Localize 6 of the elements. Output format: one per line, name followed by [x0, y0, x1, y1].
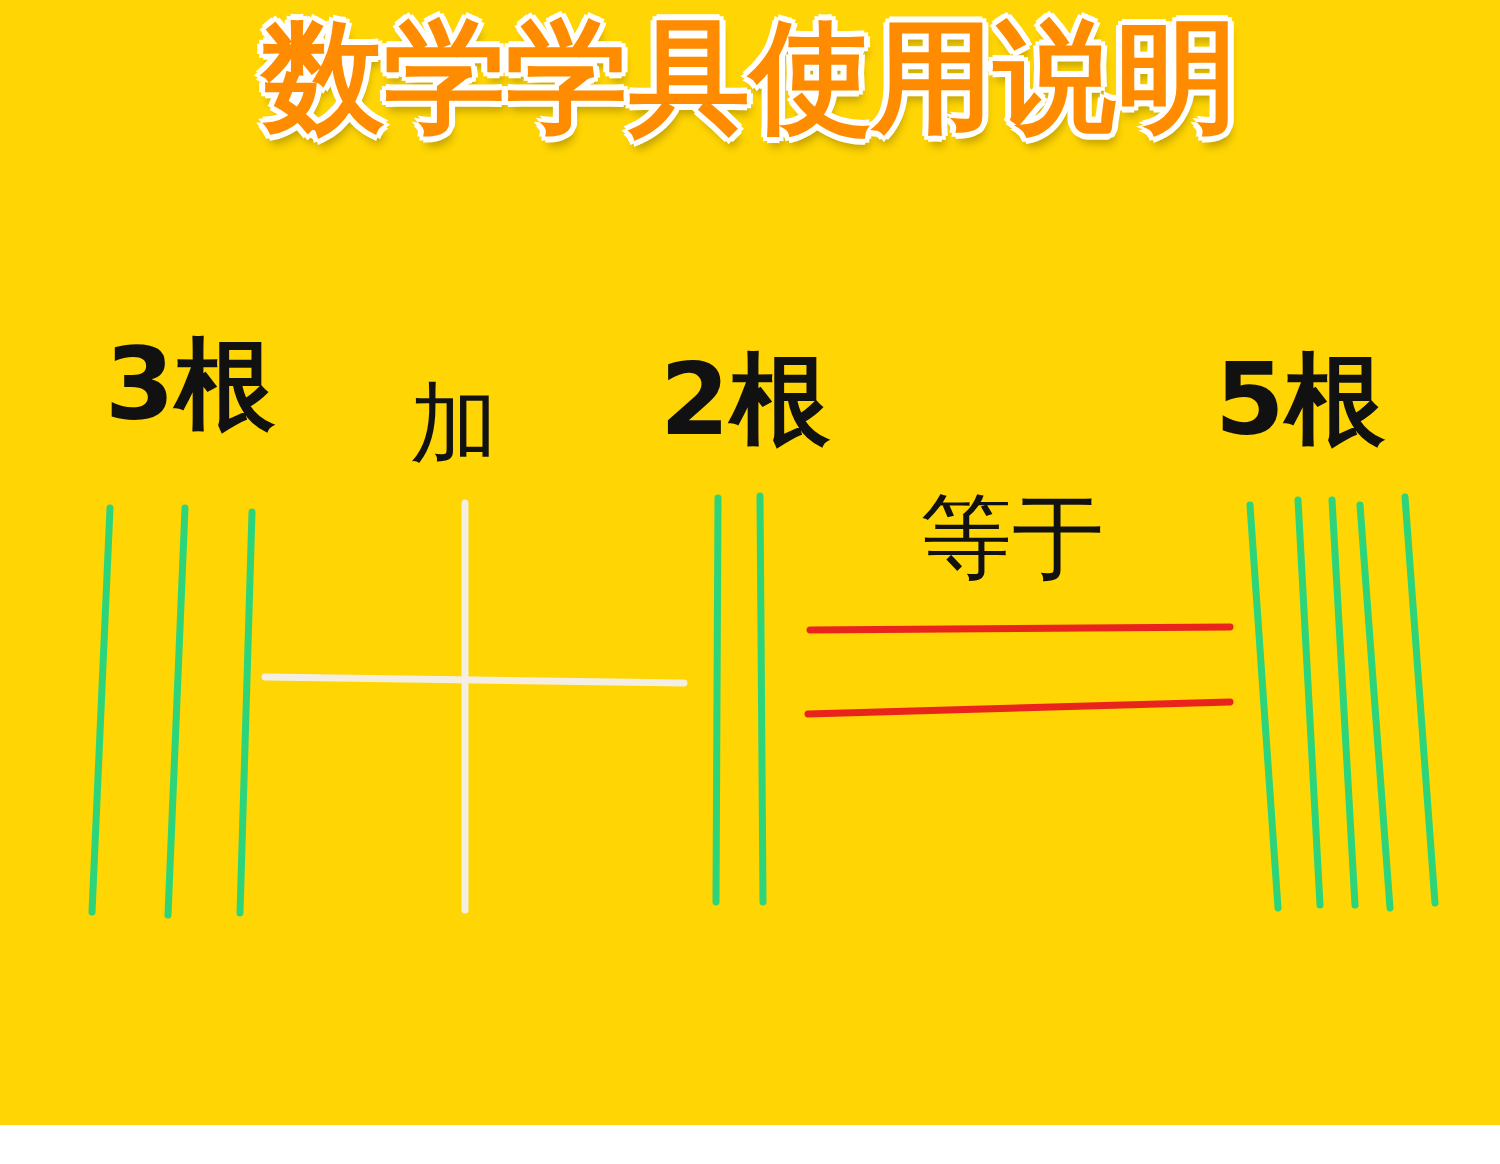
- count-label: 3根: [105, 335, 275, 435]
- count-label: 2根: [660, 350, 830, 450]
- count-label: 5根: [1215, 350, 1385, 450]
- operator-label: 加: [410, 380, 498, 468]
- title: 数学学具使用说明: [259, 10, 1239, 145]
- operator-label: 等于: [920, 492, 1104, 584]
